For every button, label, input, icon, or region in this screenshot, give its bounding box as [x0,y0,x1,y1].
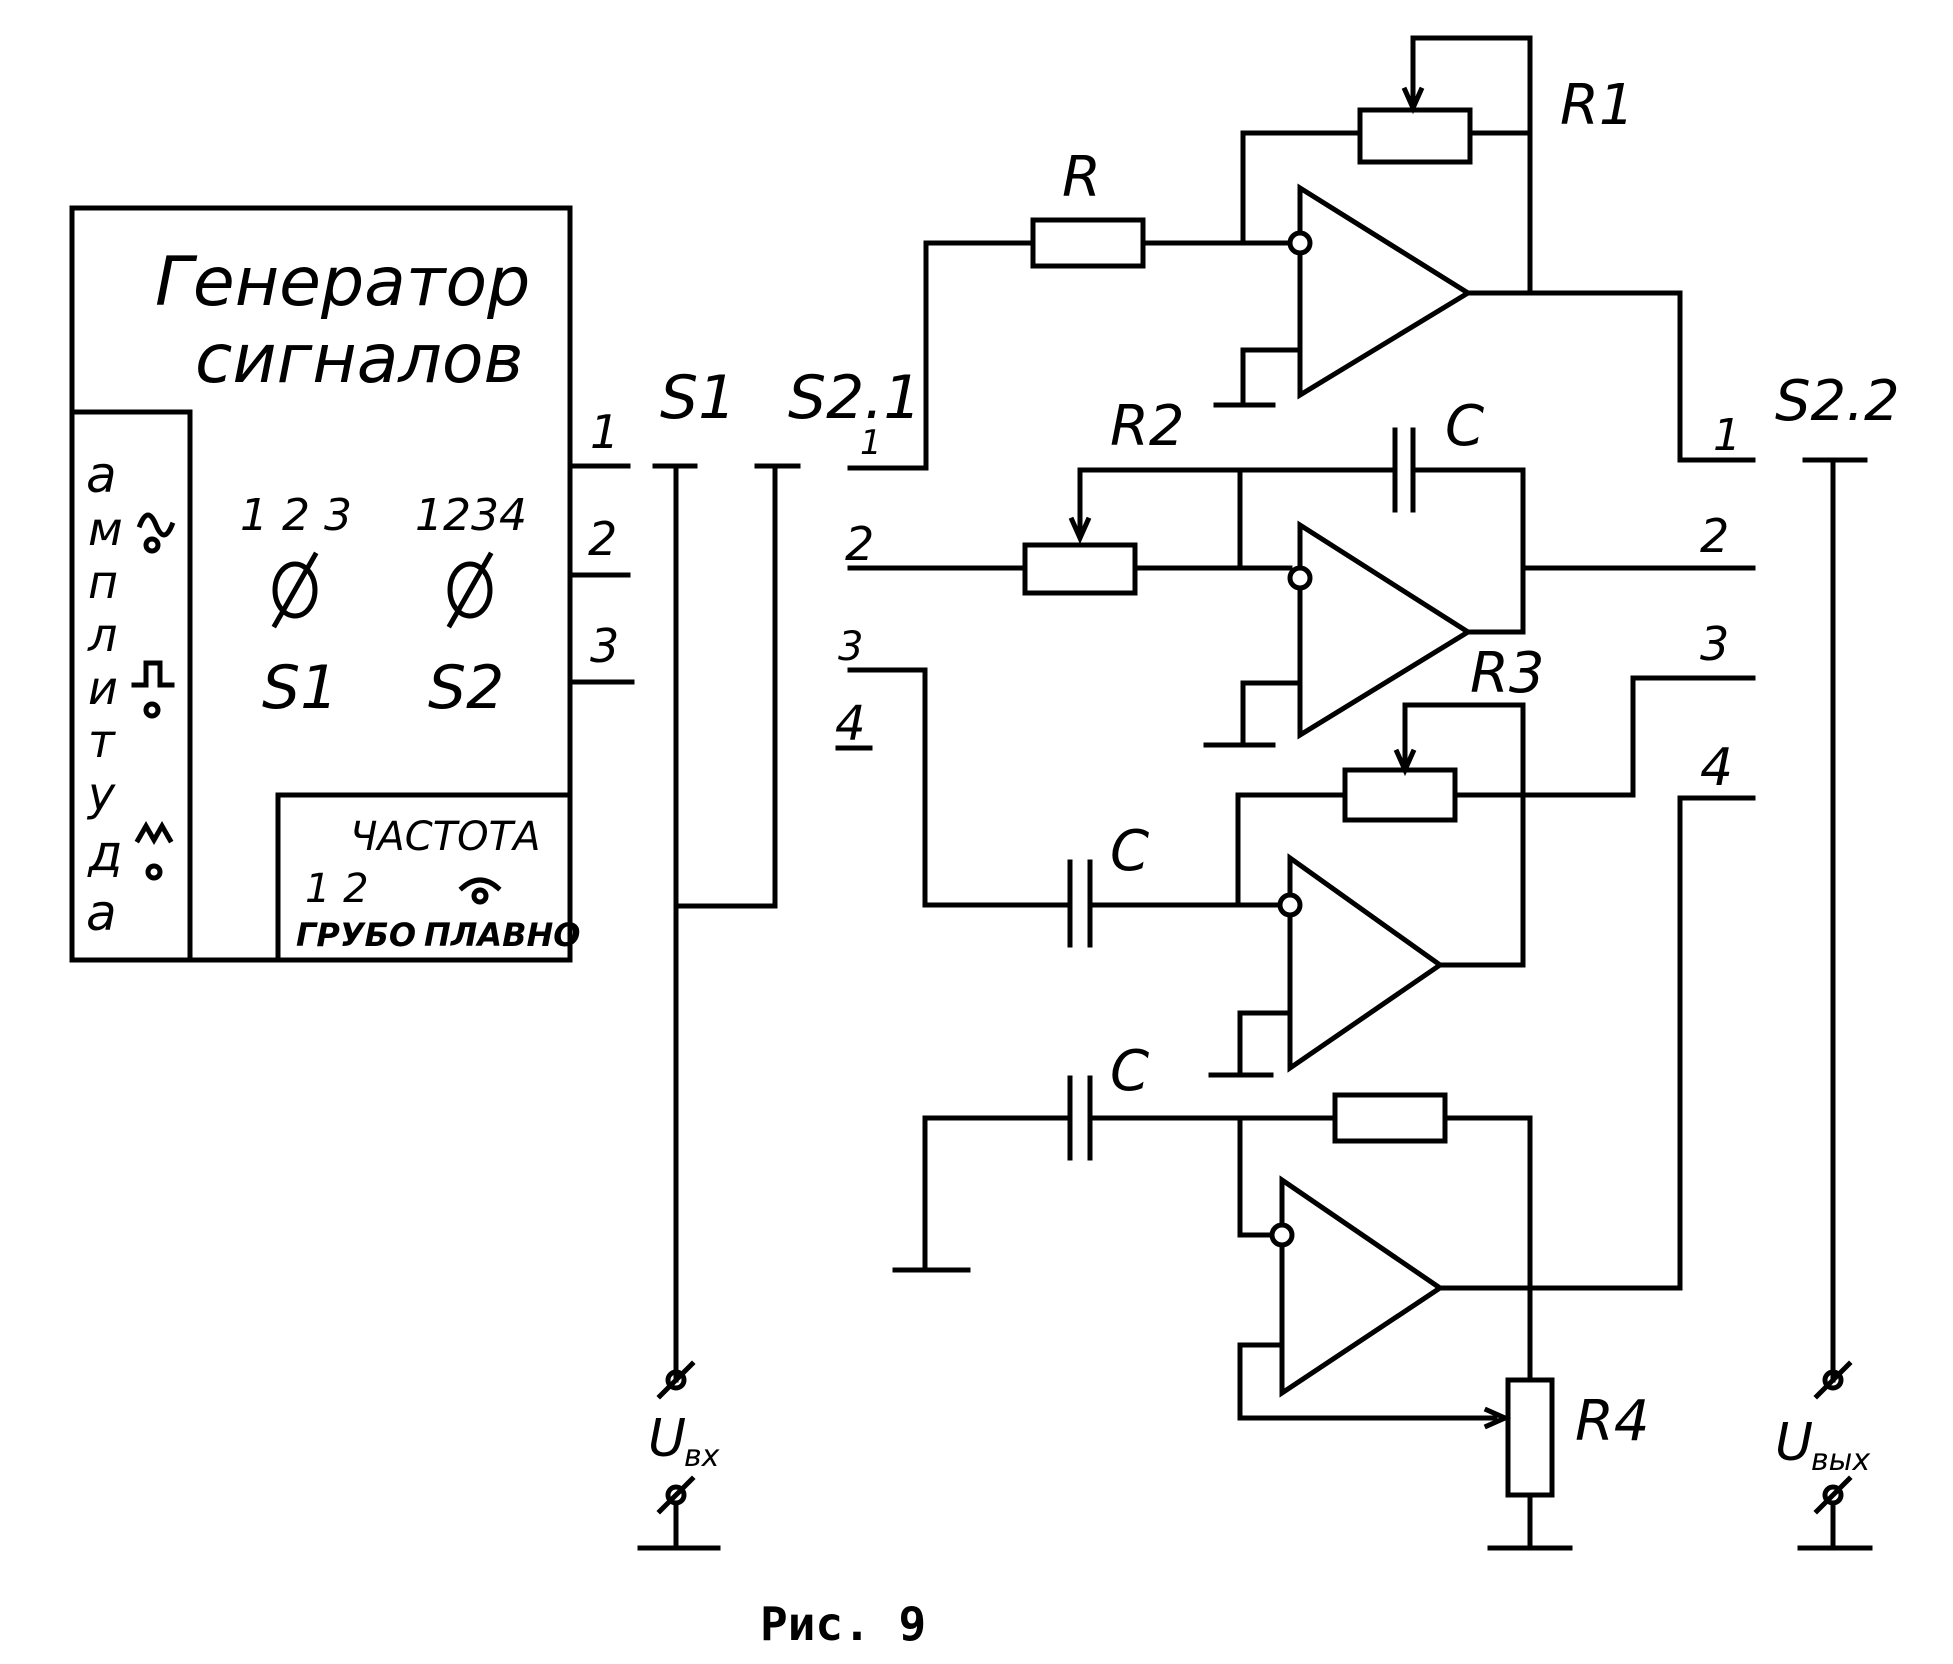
s2-panel-knob[interactable] [446,551,494,629]
square-amplitude-knob[interactable] [131,660,175,719]
u-in-symbol: U [648,1409,686,1469]
opamp-1 [1287,183,1473,400]
figure-caption: Рис. 9 [760,1597,926,1651]
u-in-subscript: вх [684,1439,720,1474]
s2-panel-label: S2 [428,653,504,723]
switch-s1-label: S1 [660,363,736,433]
s2-2-pos-3: 3 [1700,617,1729,671]
switch-s2-2[interactable] [1802,457,1868,1383]
frequency-label: ЧАСТОТА [350,814,540,860]
output-terminal[interactable] [1797,1360,1873,1551]
amplitude-letter: у [86,767,116,821]
opamp-2 [1287,520,1473,740]
s2-2-pos-1: 1 [1713,410,1741,461]
amplitude-letter: д [87,824,123,882]
label-c-differentiator: C [1110,819,1149,884]
switch-s2-2-label: S2.2 [1775,369,1900,434]
fine-label: ПЛАВНО [424,916,581,954]
opamp-4 [1269,1175,1445,1398]
potentiometer-r1[interactable] [1357,107,1473,165]
amplitude-letter: и [88,661,118,715]
label-c-integrator: C [1445,394,1484,459]
amplitude-letter: а [86,446,117,504]
generator-title-line2: сигналов [195,320,524,399]
u-out-subscript: вых [1811,1443,1870,1478]
amplitude-letter: п [88,555,118,609]
coarse-label: ГРУБО [296,916,416,954]
s2-panel-positions: 1234 [415,490,527,541]
amplitude-label: а м п л и т у д а [86,446,123,942]
label-c-stage4: C [1110,1039,1149,1104]
coarse-positions: 1 2 [305,866,369,912]
label-r1: R1 [1560,73,1635,138]
signal-generator-box [69,205,635,963]
amplitude-letter: л [87,608,117,662]
s1-panel-knob[interactable] [271,551,319,629]
s2-1-pos-2: 2 [845,517,874,571]
amplitude-letter: а [86,884,117,942]
s2-1-pos-1: 1 [860,423,882,463]
label-r3: R3 [1470,641,1545,706]
input-terminal[interactable] [637,1360,721,1551]
triangle-amplitude-knob[interactable] [134,820,174,881]
stage-amplifier-r4 [892,795,1756,1551]
switch-s1[interactable] [652,463,801,1383]
s2-1-pos-4: 4 [835,696,866,752]
label-r: R [1062,145,1101,210]
amplitude-letter: м [88,502,123,556]
gen-output-2: 2 [588,512,617,566]
opamp-3 [1277,853,1445,1073]
stage-differentiator [847,667,1756,1078]
resistor-r [1030,217,1146,269]
sine-amplitude-knob[interactable] [136,512,176,554]
switch-s2-1-label: S2.1 [788,363,922,433]
stage-inverting-amplifier [847,35,1756,471]
potentiometer-r3[interactable] [1342,767,1458,823]
s1-panel-positions: 1 2 3 [240,490,352,541]
potentiometer-r4[interactable] [1505,1377,1555,1498]
gen-output-1: 1 [590,405,619,459]
s2-2-pos-4: 4 [1700,738,1733,798]
s2-2-pos-2: 2 [1700,509,1729,563]
potentiometer-r2[interactable] [1022,542,1138,596]
label-r4: R4 [1575,1389,1650,1454]
s1-panel-label: S1 [262,653,338,723]
generator-title-line1: Генератор [155,243,530,322]
gen-output-3: 3 [590,619,619,673]
resistor-feedback-4 [1332,1092,1448,1144]
s2-1-pos-3: 3 [838,624,863,670]
stage-integrator [847,427,1756,748]
amplitude-letter: т [88,714,116,768]
label-r2: R2 [1110,394,1185,459]
fine-frequency-knob[interactable] [458,877,502,905]
u-out-symbol: U [1775,1413,1813,1473]
